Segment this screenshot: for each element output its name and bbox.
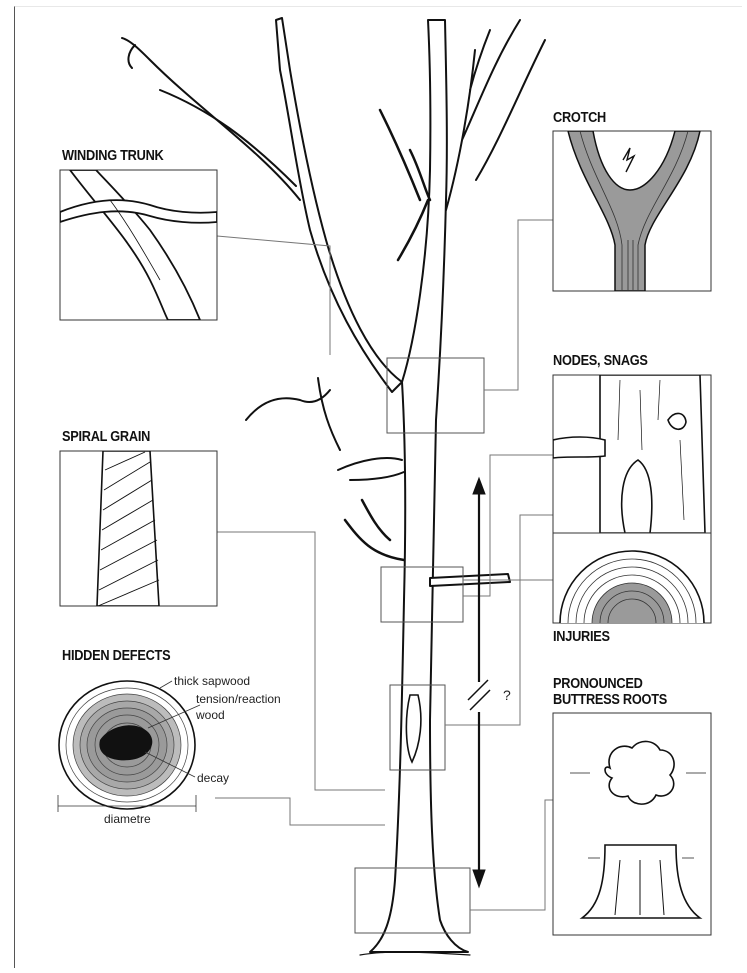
- leader-spiral: [217, 532, 385, 790]
- hidden-defects-cross-section: [58, 681, 200, 812]
- panel-injuries: [553, 533, 711, 695]
- dark-twig-2: [398, 200, 428, 260]
- heading-injuries: INJURIES: [553, 629, 610, 646]
- trunk: [370, 20, 468, 952]
- height-question-mark: ?: [503, 688, 511, 702]
- heading-nodes-snags: NODES, SNAGS: [553, 353, 648, 370]
- heading-hidden-defects: HIDDEN DEFECTS: [62, 648, 170, 665]
- label-diameter: diametre: [104, 812, 151, 826]
- dead-branch-3: [345, 500, 404, 560]
- upper-right-twig-2: [476, 40, 545, 180]
- leader-winding: [217, 236, 330, 355]
- leader-crotch: [484, 220, 553, 390]
- heading-crotch: CROTCH: [553, 110, 606, 127]
- leader-buttress: [470, 800, 553, 910]
- label-wood: wood: [196, 708, 225, 722]
- label-thick-sapwood: thick sapwood: [174, 674, 250, 688]
- panel-crotch: [553, 131, 711, 291]
- label-tension-reaction: tension/reaction: [196, 692, 281, 706]
- leader-lines: [215, 220, 553, 910]
- panel-spiral-grain: [60, 451, 217, 606]
- heading-buttress-line1: PRONOUNCED: [553, 676, 643, 693]
- left-branch: [276, 18, 402, 392]
- dead-branch-1: [338, 458, 404, 480]
- heading-spiral-grain: SPIRAL GRAIN: [62, 429, 150, 446]
- leader-injuries: [445, 515, 553, 725]
- panel-winding-trunk: [60, 170, 217, 320]
- dead-branch-4: [318, 378, 340, 450]
- leader-hidden: [215, 798, 385, 825]
- panel-nodes-snags: [553, 375, 711, 533]
- dark-twig-1: [380, 110, 430, 200]
- panel-buttress-roots: [553, 713, 711, 935]
- heading-buttress-line2: BUTTRESS ROOTS: [553, 692, 667, 709]
- heading-winding-trunk: WINDING TRUNK: [62, 148, 163, 165]
- label-decay: decay: [197, 771, 229, 785]
- dead-branch-2: [246, 390, 330, 420]
